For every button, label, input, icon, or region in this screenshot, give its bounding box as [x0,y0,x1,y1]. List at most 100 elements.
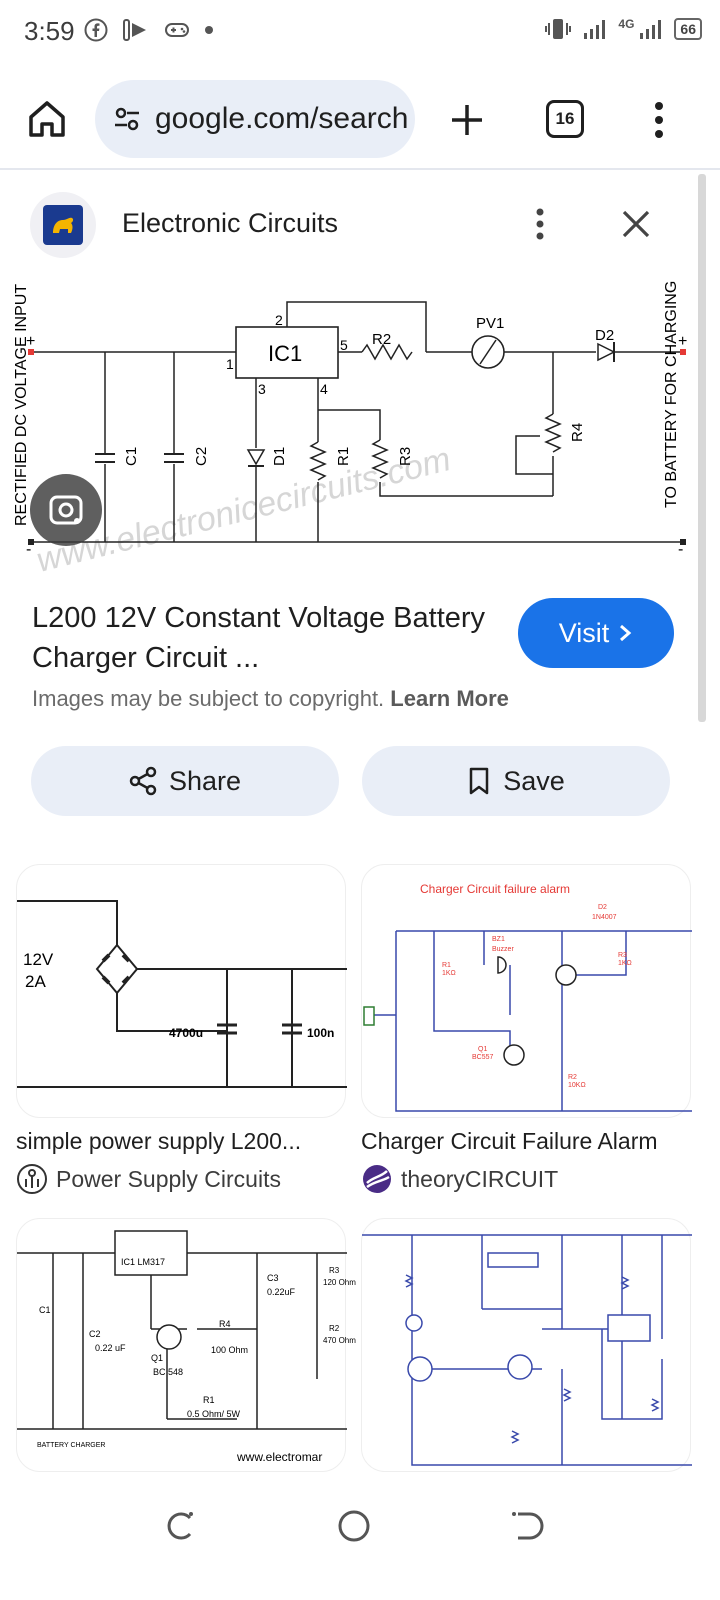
card3-text-g: R4 [219,1319,231,1329]
card3-text-k: R1 [203,1395,215,1405]
related-source[interactable]: theoryCIRCUIT [361,1163,691,1195]
pin3: 3 [258,381,266,397]
pin4: 4 [320,381,328,397]
c1-label: C1 [123,447,140,466]
right-side-label: TO BATTERY FOR CHARGING [663,281,680,508]
status-bar: 3:59 4G 66 [0,0,720,64]
plus-left: + [26,333,35,350]
card2-text-e: 1N4007 [592,914,617,921]
new-tab-icon[interactable] [447,100,487,140]
network-type: 4G [618,17,635,31]
card2-text-f: R1 [442,962,451,969]
related-card[interactable]: 12V 2A 4700u 100n simple power supply L2… [16,864,347,1195]
card3-text-f: 0.22 uF [95,1343,126,1353]
visit-button[interactable]: Visit [518,598,674,668]
system-nav-bar [0,1480,720,1600]
card3-text-l: 0.5 Ohm/ 5W [187,1409,241,1419]
browser-toolbar: google.com/search 16 [0,70,720,170]
lens-search-button[interactable] [30,474,102,546]
related-image[interactable]: 12V 2A 4700u 100n [16,864,347,1118]
left-side-label: RECTIFIED DC VOLTAGE INPUT [13,284,30,526]
related-image[interactable]: Charger Circuit failure alarm BZ1 Buzzer… [361,864,692,1118]
card3-text-b: C3 [267,1273,279,1283]
facebook-icon [84,18,108,42]
tab-switcher-button[interactable]: 16 [546,100,584,138]
card3-text-e: C2 [89,1329,101,1339]
image-title[interactable]: L200 12V Constant Voltage Battery Charge… [32,602,486,674]
related-source-name: theoryCIRCUIT [401,1165,559,1192]
card1-text-c: 4700u [169,1026,203,1040]
home-nav-icon[interactable] [334,1506,374,1546]
site-settings-icon[interactable] [111,103,143,135]
back-icon[interactable] [506,1506,546,1546]
more-vert-icon[interactable] [645,98,673,142]
card3-text-a: IC1 LM317 [121,1257,165,1267]
source-name[interactable]: Electronic Circuits [122,208,339,238]
url-text[interactable]: google.com/search [155,102,409,135]
signal-icon-2 [640,20,662,39]
save-label: Save [503,765,565,796]
lens-icon [49,495,83,525]
share-label: Share [168,765,242,796]
source-header: Electronic Circuits [30,192,690,258]
r1-label: R1 [335,447,352,466]
home-icon[interactable] [26,98,68,140]
share-button[interactable]: Share [31,746,339,816]
related-source[interactable]: Power Supply Circuits [16,1163,346,1195]
card3-text-c: 0.22uF [267,1287,296,1297]
r2-label: R2 [372,331,391,348]
card2-text-a: Charger Circuit failure alarm [420,882,570,896]
bookmark-icon [469,767,489,795]
related-image[interactable] [361,1218,692,1472]
copyright-text: Images may be subject to copyright. [32,686,385,711]
power-supply-logo-icon [17,1164,47,1194]
plus-right: + [678,333,687,350]
related-image[interactable]: IC1 LM317 C3 0.22uF C1 C2 0.22 uF R4 100… [16,1218,356,1472]
card2-text-d: D2 [598,904,607,911]
card3-text-m: BATTERY CHARGER [37,1442,105,1449]
chevron-right-icon [620,624,632,642]
copyright-notice: Images may be subject to copyright. Lear… [32,686,509,712]
recent-apps-icon[interactable] [160,1506,200,1546]
related-title[interactable]: Charger Circuit Failure Alarm [361,1128,658,1154]
address-bar[interactable]: google.com/search [95,80,415,158]
related-card[interactable]: IC1 LM317 C3 0.22uF C1 C2 0.22 uF R4 100… [16,1218,356,1472]
card2-text-b: BZ1 [492,936,505,943]
minus-left: - [26,541,31,558]
card2-text-m: 1KΩ [618,960,632,967]
minus-right: - [678,541,683,558]
hero-schematic-image[interactable]: www.electronicecircuits.com + + - - C1 C… [0,272,706,582]
card3-text-q: R2 [329,1324,340,1333]
scrollbar[interactable] [698,174,706,722]
learn-more-link[interactable]: Learn More [390,686,509,711]
related-source-name: Power Supply Circuits [56,1165,281,1192]
visit-label: Visit [558,617,610,648]
dot-icon [205,26,213,34]
related-title[interactable]: simple power supply L200... [16,1128,302,1154]
source-logo [30,192,96,258]
pv1-label: PV1 [476,315,504,332]
more-vert-icon[interactable] [530,204,550,244]
related-card[interactable] [361,1218,692,1472]
save-button[interactable]: Save [362,746,670,816]
card2-text-i: BC557 [472,1054,494,1061]
status-time: 3:59 [24,16,75,46]
share-icon [129,766,157,796]
card3-text-r: 470 Ohm [323,1336,356,1345]
card1-text-d: 100n [307,1026,334,1040]
battery-icon: 66 [674,18,702,40]
card3-text-n: www.electromar [236,1450,322,1464]
notification-icons [84,18,214,42]
card2-text-l: R3 [618,952,627,959]
card1-text-a: 12V [23,950,54,969]
lion-logo-icon [47,211,79,239]
theorycircuit-logo-icon [363,1165,391,1193]
card2-text-k: 10KΩ [568,1082,586,1089]
close-icon[interactable] [618,206,654,242]
ic1-label: IC1 [268,341,302,366]
media-icon [123,19,146,41]
card3-text-j: BC 548 [153,1367,183,1377]
pin5: 5 [340,337,348,353]
related-card[interactable]: Charger Circuit failure alarm BZ1 Buzzer… [361,864,692,1195]
card2-text-j: R2 [568,1074,577,1081]
